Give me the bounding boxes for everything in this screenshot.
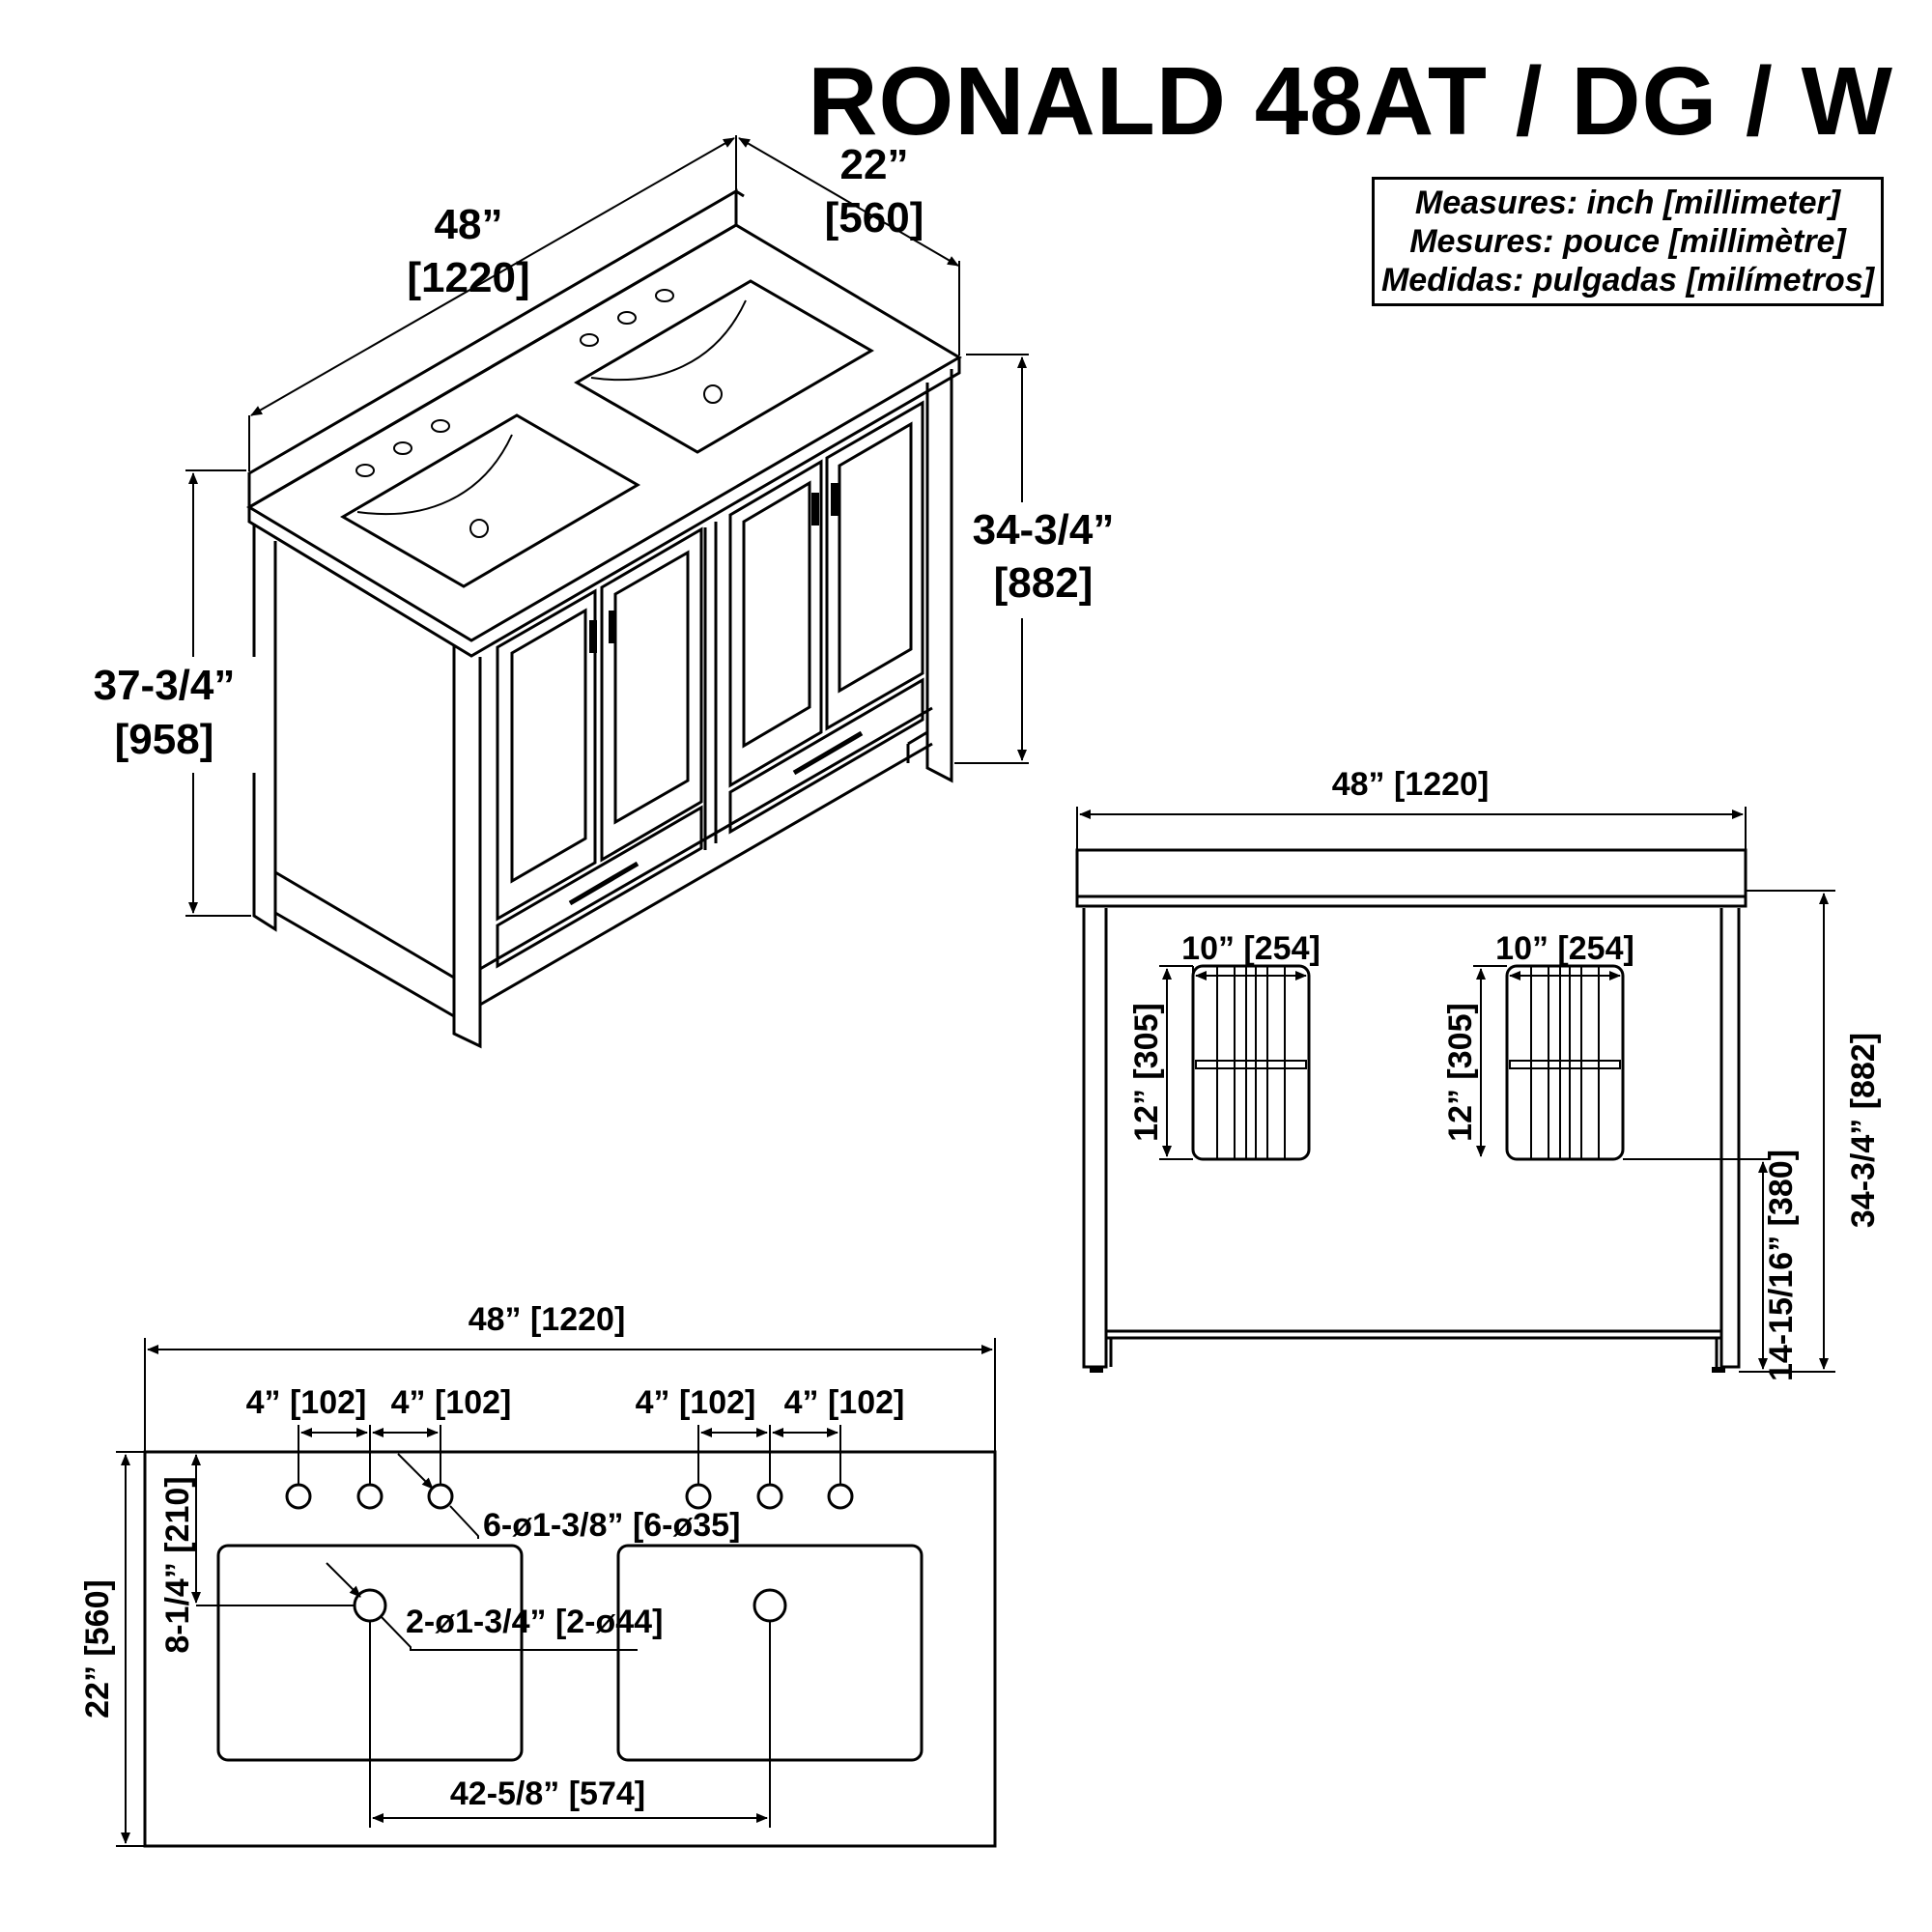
side-view: 48” [1220] 10” [254] 10” [254] 12” [305]…	[1075, 766, 1882, 1381]
side-height-label: 34-3/4” [882]	[1845, 1033, 1882, 1228]
units-legend: Measures: inch [millimeter] Mesures: pou…	[1372, 177, 1884, 306]
iso-width-mm-label: [1220]	[407, 254, 529, 301]
door-handle	[811, 493, 819, 526]
door-handle	[609, 611, 616, 643]
top-drain-offset-label: 8-1/4” [210]	[159, 1476, 196, 1653]
iso-width-label: 48”	[435, 201, 503, 248]
isometric-view: 48” [1220] 22” [560] 37-3/4” [958] 34-3/…	[94, 135, 1115, 1049]
iso-dimensions	[185, 135, 1029, 917]
top-spacing-4: 4” [102]	[784, 1384, 905, 1421]
right-basin	[574, 279, 874, 454]
door-handle	[831, 483, 838, 516]
side-dimensions	[1076, 807, 1835, 1373]
top-view: 48” [1220] 4” [102] 4” [102] 4” [102] 4”…	[79, 1301, 997, 1848]
side-left-drawer-box	[1191, 964, 1311, 1161]
left-basin	[340, 413, 640, 588]
product-title: RONALD 48AT / DG / W	[808, 47, 1893, 156]
drawer-handle	[792, 730, 864, 776]
cabinet-drawers	[496, 677, 924, 969]
iso-total-height-label: 37-3/4”	[94, 662, 236, 709]
drawer-handle	[568, 861, 639, 906]
side-width-label: 48” [1220]	[1332, 766, 1490, 803]
top-spacing-2: 4” [102]	[391, 1384, 512, 1421]
side-left-drawer-width: 10” [254]	[1181, 930, 1321, 967]
top-countertop-outline	[143, 1450, 997, 1848]
legend-line-spanish: Medidas: pulgadas [milímetros]	[1380, 262, 1875, 298]
iso-depth-label: 22”	[840, 141, 909, 188]
side-countertop	[1075, 848, 1747, 908]
top-spacing-3: 4” [102]	[636, 1384, 756, 1421]
top-dimensions	[116, 1338, 996, 1847]
side-left-drawer-height: 12” [305]	[1128, 1003, 1165, 1142]
legend-line-english: Measures: inch [millimeter]	[1414, 185, 1841, 221]
cabinet-doors	[496, 400, 924, 922]
side-right-drawer-box	[1505, 964, 1625, 1161]
door-handle	[589, 620, 597, 653]
legend-line-french: Mesures: pouce [millimètre]	[1409, 223, 1846, 260]
iso-total-height-mm-label: [958]	[115, 716, 214, 763]
side-right-drawer-height: 12” [305]	[1442, 1003, 1479, 1142]
side-drawer-floor-label: 14-15/16” [380]	[1763, 1150, 1800, 1381]
iso-top-height-mm-label: [882]	[994, 559, 1094, 607]
top-faucet-holes-label: 6-ø1-3/8” [6-ø35]	[483, 1507, 740, 1544]
top-drain-holes-label: 2-ø1-3/4” [2-ø44]	[406, 1604, 663, 1640]
top-spacing-1: 4” [102]	[246, 1384, 367, 1421]
top-width-label: 48” [1220]	[469, 1301, 626, 1338]
top-drain-spacing-label: 42-5/8” [574]	[450, 1776, 645, 1812]
top-faucet-holes	[285, 1483, 854, 1510]
top-depth-label: 22” [560]	[79, 1579, 116, 1719]
countertop-front-edge	[247, 357, 961, 658]
iso-top-height-label: 34-3/4”	[973, 506, 1115, 554]
side-right-drawer-width: 10” [254]	[1495, 930, 1634, 967]
iso-depth-mm-label: [560]	[825, 194, 924, 242]
